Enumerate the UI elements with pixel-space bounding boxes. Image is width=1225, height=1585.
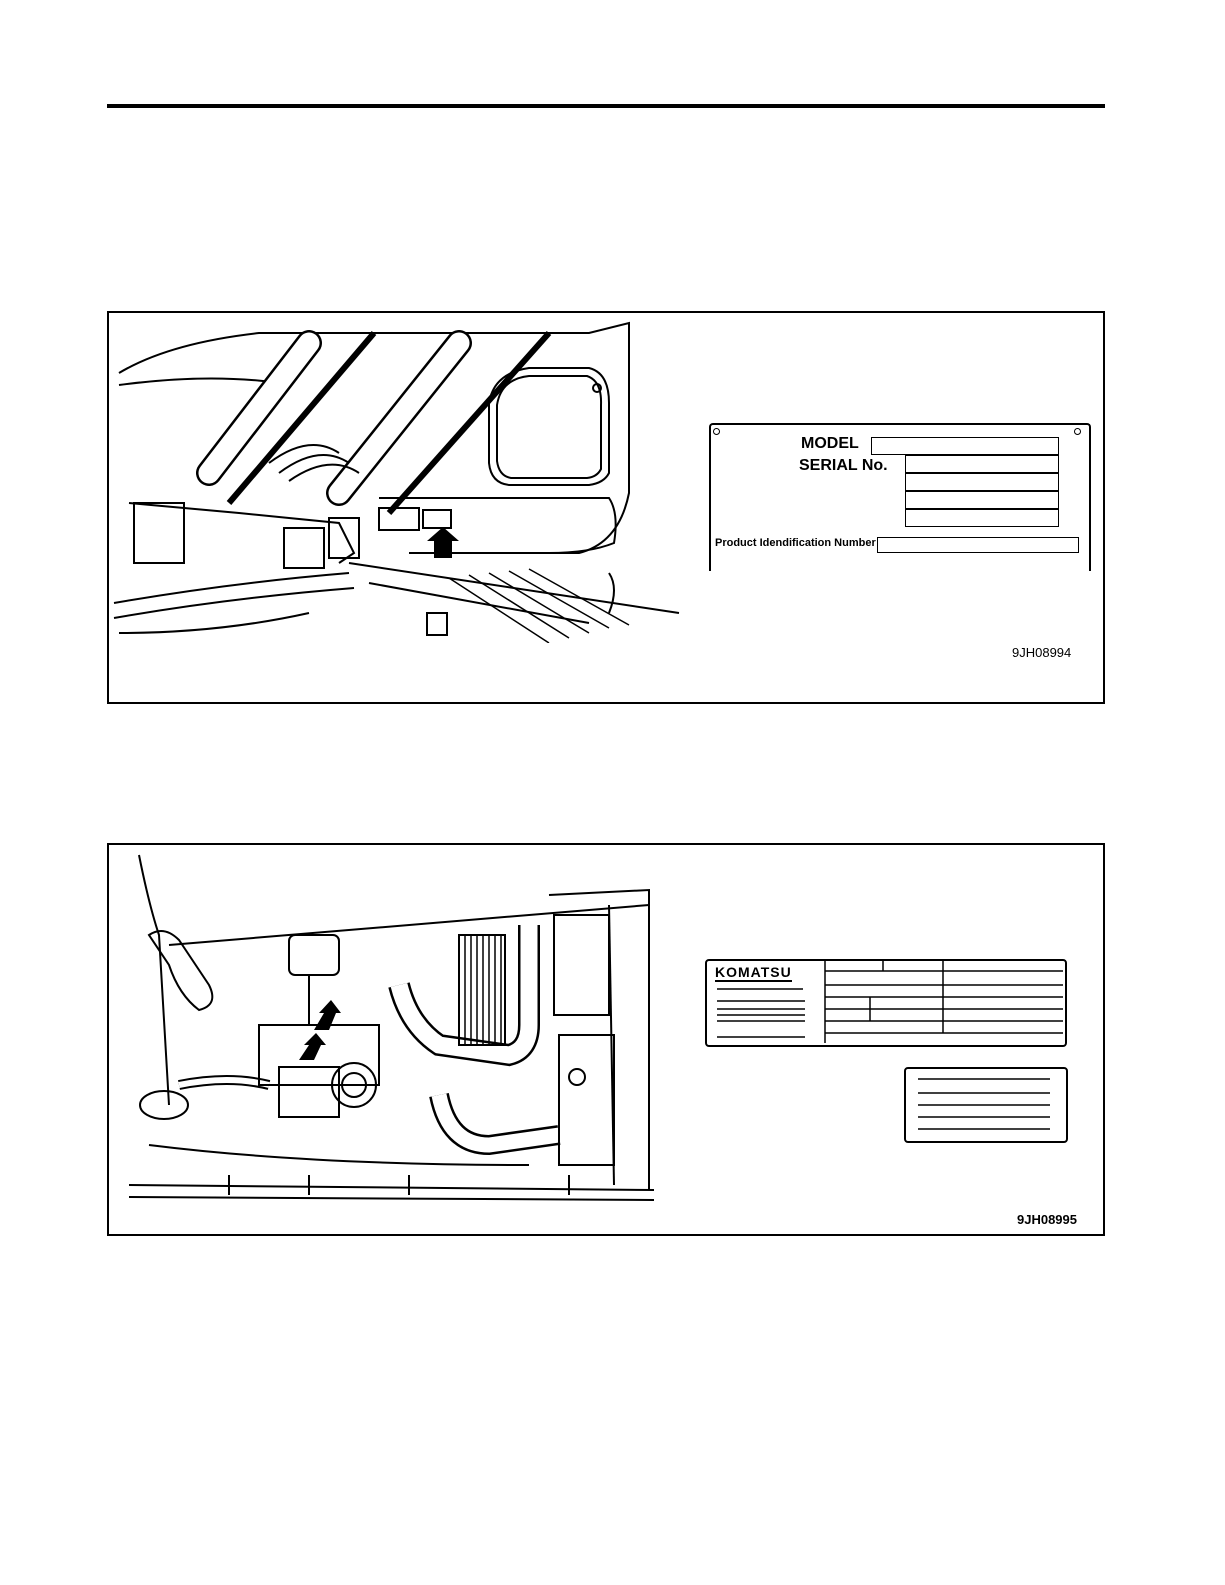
plate-hole [1074, 428, 1081, 435]
pin-field [877, 537, 1079, 553]
figure-code: 9JH08995 [1017, 1212, 1077, 1227]
figure-engine-serial-plate: KOMATSU 9JH0899 [107, 843, 1105, 1236]
figure-machine-serial-plate: MODEL SERIAL No. Product Idendification … [107, 311, 1105, 704]
serial-field [905, 509, 1059, 527]
model-label: MODEL [801, 435, 859, 453]
serial-field [905, 455, 1059, 473]
sub-plate-lines [904, 1067, 1068, 1141]
serial-field [905, 491, 1059, 509]
serial-label: SERIAL No. [799, 457, 888, 475]
plate-hole [713, 428, 720, 435]
machine-rear-illustration [109, 313, 689, 643]
pin-label: Product Idendification Number [715, 537, 876, 549]
model-field [871, 437, 1059, 455]
header-rule [107, 104, 1105, 108]
serial-field [905, 473, 1059, 491]
serial-number-plate: MODEL SERIAL No. Product Idendification … [709, 423, 1089, 571]
engine-sub-plate [904, 1067, 1068, 1141]
komatsu-engine-plate: KOMATSU [705, 959, 1067, 1047]
figure-code: 9JH08994 [1012, 645, 1071, 660]
engine-compartment-illustration [109, 845, 659, 1234]
plate-grid [705, 959, 1067, 1047]
